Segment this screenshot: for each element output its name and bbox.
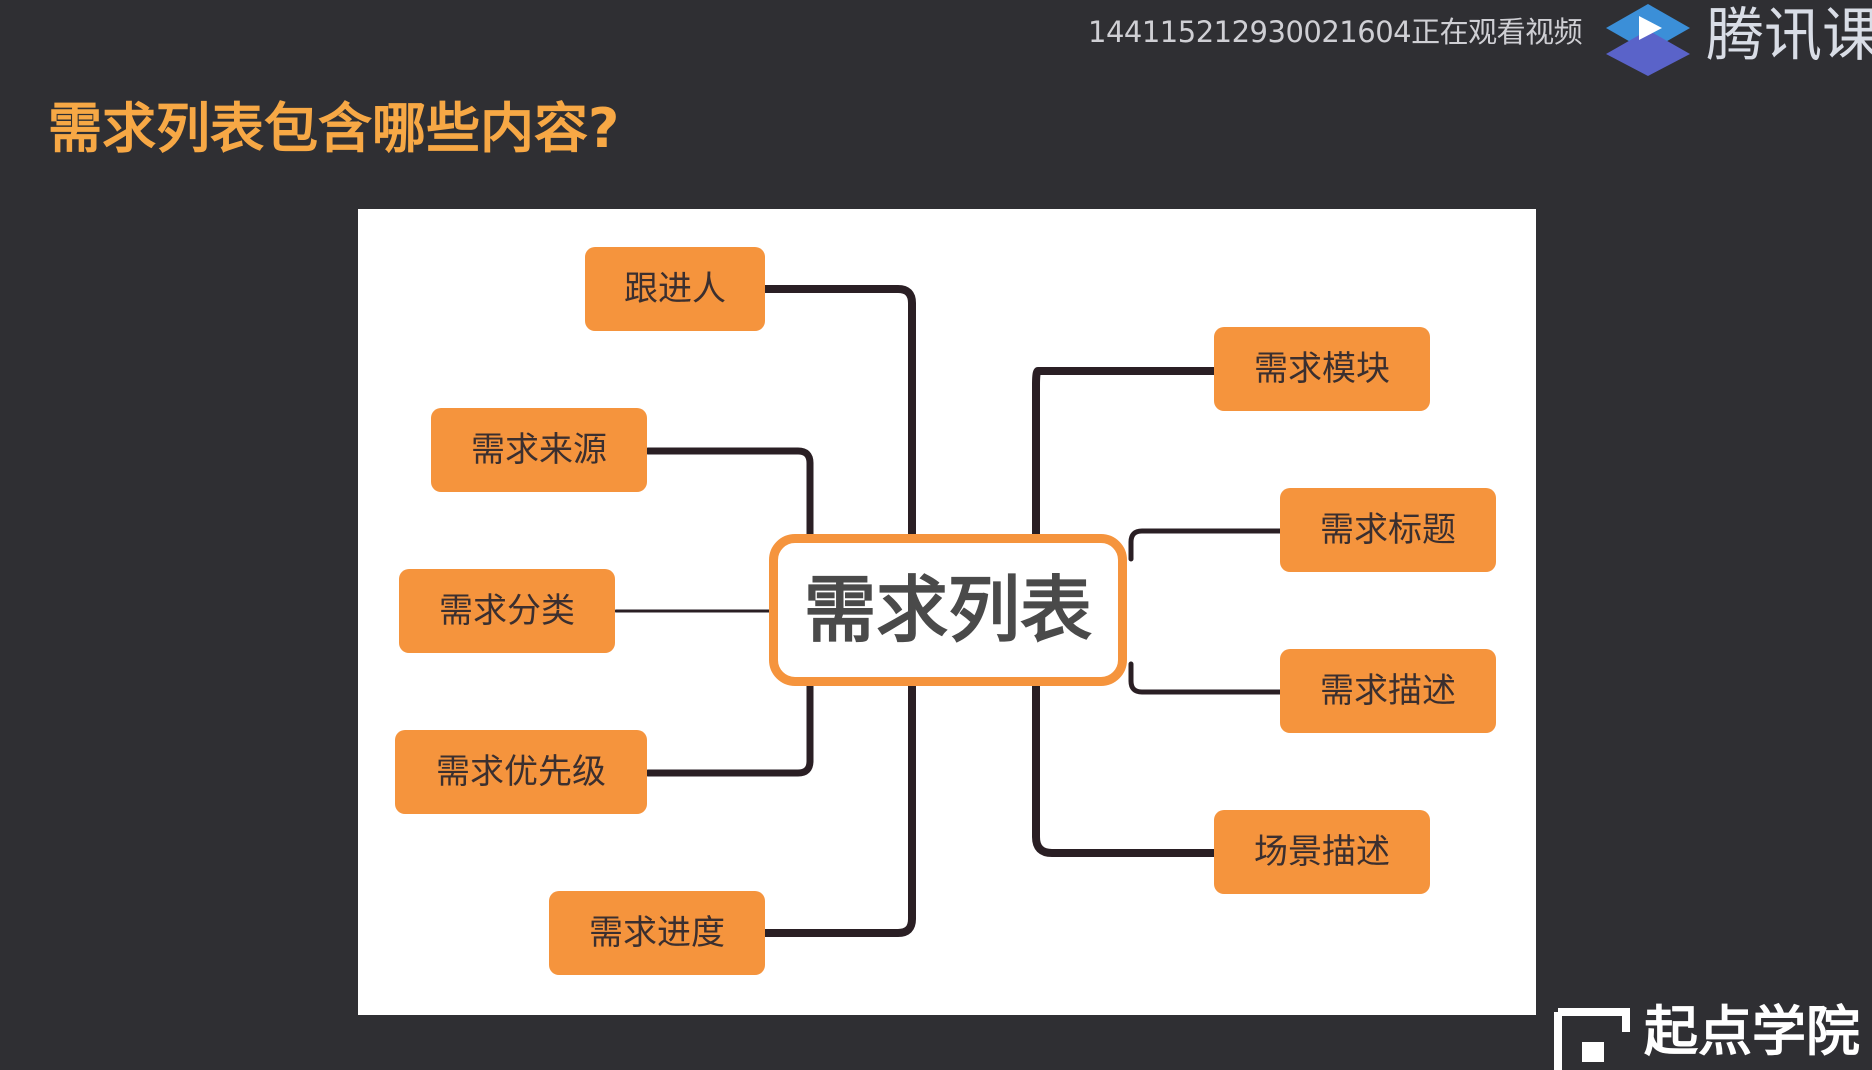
node-progress: 需求进度	[549, 891, 765, 975]
connector-title	[1128, 528, 1287, 562]
center-node: 需求列表	[769, 534, 1127, 686]
connector-follower	[760, 285, 916, 538]
node-follower: 跟进人	[585, 247, 765, 331]
connector-scene	[1032, 682, 1222, 857]
bracket-logo-icon	[1554, 1008, 1630, 1070]
connector-module	[1032, 367, 1222, 538]
connector-description	[1128, 661, 1287, 695]
node-title: 需求标题	[1280, 488, 1496, 572]
node-source: 需求来源	[431, 408, 647, 492]
mindmap-panel: 跟进人 需求来源 需求分类 需求优先级 需求进度 需求列表 需求模块 需求标题 …	[358, 209, 1536, 1015]
tencent-classroom-brand: 腾讯课	[1598, 0, 1872, 78]
mindmap-connectors	[614, 285, 1287, 937]
node-priority: 需求优先级	[395, 730, 647, 814]
connector-source	[644, 447, 814, 538]
node-category: 需求分类	[399, 569, 615, 653]
logo-text: 起点学院	[1644, 1000, 1860, 1063]
node-description: 需求描述	[1280, 649, 1496, 733]
play-logo-icon	[1606, 4, 1690, 76]
viewer-watermark: 144115212930021604正在观看视频	[1088, 15, 1583, 49]
brand-text: 腾讯课	[1706, 1, 1872, 69]
node-scene: 场景描述	[1214, 810, 1430, 894]
qidian-academy-logo: 起点学院	[1552, 1000, 1872, 1070]
node-module: 需求模块	[1214, 327, 1430, 411]
connector-progress	[760, 682, 916, 937]
connector-priority	[644, 682, 814, 777]
slide-title: 需求列表包含哪些内容?	[48, 97, 620, 160]
